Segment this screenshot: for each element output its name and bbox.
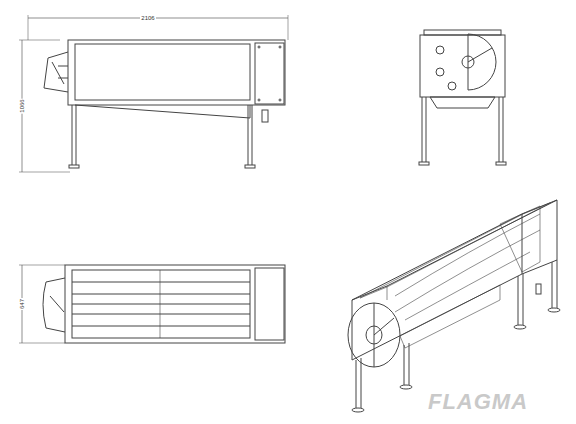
side-view [419,30,506,165]
top-view [19,265,285,343]
isometric-view [348,200,560,412]
dimension-text: 647 [19,298,25,310]
watermark: FLAGMA [428,391,528,413]
front-view [19,15,288,172]
dimension-text: 2106 [140,15,155,21]
dimension-text: 1066 [19,98,25,113]
